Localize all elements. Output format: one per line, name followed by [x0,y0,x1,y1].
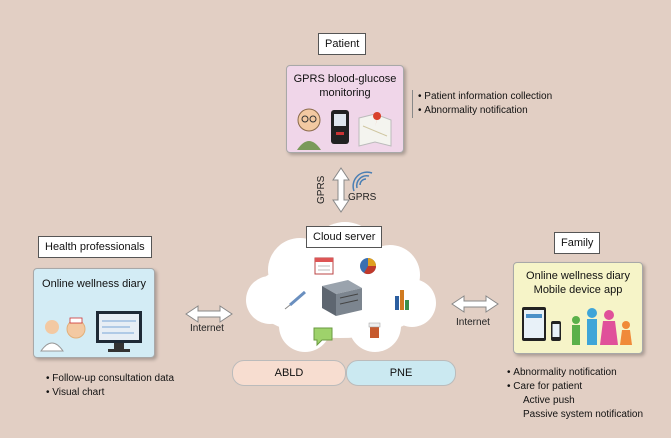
doctor-icon [40,320,64,352]
family-label-text: Family [561,237,594,249]
health-bullet-list: Follow-up consultation data Visual chart [46,372,174,400]
health-card-title: Online wellness diary [34,277,154,291]
family-bullet-item: Care for patient [507,380,643,394]
gprs-signal-label: GPRS [348,192,376,203]
patient-bullet-list: Patient information collection Abnormali… [412,90,552,118]
family-internet-label-text: Internet [456,317,490,328]
health-card-title-text: Online wellness diary [42,278,146,290]
syringe-icon [284,290,306,310]
family-internet-label: Internet [456,317,490,328]
patient-bullet-item: Patient information collection [418,90,552,104]
health-professionals-label: Health professionals [38,236,152,258]
patient-label: Patient [318,33,367,55]
health-professionals-label-text: Health professionals [45,241,145,253]
abld-pill-label: ABLD [274,367,304,379]
family-sub-item: Passive system notification [523,409,644,420]
family-label: Family [554,232,601,254]
cloud-server-label: Cloud server [306,226,383,248]
nurse-icon [66,317,86,339]
glucose-meter-icon [331,110,349,144]
patient-card-title-line1: GPRS blood-glucose [293,73,397,85]
bar-chart-icon [395,290,409,310]
patient-card-art [297,108,392,150]
phone-icon [551,321,561,341]
pne-pill-label: PNE [389,367,413,379]
family-card-title: Online wellness diary Mobile device app [514,269,642,297]
health-bullet-item: Visual chart [46,386,174,400]
patient-card-title: GPRS blood-glucose monitoring [287,72,403,100]
patient-card: GPRS blood-glucose monitoring [286,65,404,153]
abld-pill: ABLD [232,360,346,386]
calendar-icon [314,257,334,275]
health-internet-label: Internet [190,323,224,334]
family-card-art [522,307,632,345]
map-icon [358,112,392,147]
patient-card-title-line2: monitoring [319,87,371,99]
cloud-server-label-text: Cloud server [313,231,376,243]
elderly-man-icon [297,108,321,150]
pill-bottle-icon [368,322,381,338]
gprs-signal-label-text: GPRS [348,192,377,203]
family-icon [572,308,632,345]
health-bullet-item: Follow-up consultation data [46,372,174,386]
pie-chart-icon [360,258,377,275]
server-icon [322,280,362,316]
patient-label-text: Patient [325,38,360,50]
health-internet-arrow [185,305,233,323]
gprs-double-arrow [332,167,350,213]
family-bullet-list: Abnormality notification Care for patien… [507,366,643,422]
gprs-link-label-text: GPRS [316,175,327,204]
health-internet-label-text: Internet [190,323,224,334]
gprs-link-label: GPRS [316,176,327,204]
tablet-icon [522,307,546,341]
pne-pill: PNE [346,360,456,386]
family-sub-item: Active push [523,395,575,406]
family-card-title-line2: Mobile device app [533,284,623,296]
family-card: Online wellness diary Mobile device app [513,262,643,354]
health-card-art [40,311,142,352]
desktop-monitor-icon [96,311,142,352]
health-card: Online wellness diary [33,268,155,358]
chat-bubble-icon [313,327,333,347]
family-bullet-item: Abnormality notification [507,366,643,380]
family-internet-arrow [451,295,499,313]
wireless-signal-icon [352,171,373,192]
family-card-title-line1: Online wellness diary [526,270,630,282]
patient-bullet-item: Abnormality notification [418,104,552,118]
